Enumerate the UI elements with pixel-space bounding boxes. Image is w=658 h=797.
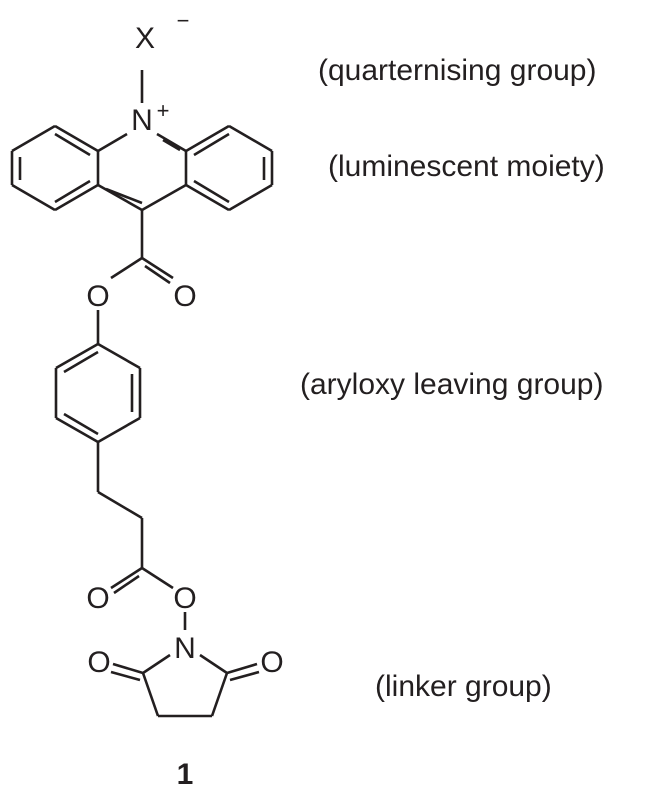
- ester-ring-oxygen: O: [86, 280, 109, 313]
- annotation-luminescent-moiety: (luminescent moiety): [328, 150, 605, 183]
- annotation-linker-group: (linker group): [375, 670, 552, 703]
- ester-carbonyl-oxygen: O: [173, 280, 196, 313]
- imide-left-oxygen: O: [87, 646, 110, 679]
- annotation-aryloxy-leaving-group: (aryloxy leaving group): [300, 368, 603, 401]
- imide-nitrogen: N: [174, 632, 196, 665]
- linker-ester-oxygen: O: [173, 582, 196, 615]
- bond-lines: [10, 70, 274, 718]
- counterion-symbol: X: [135, 22, 155, 55]
- ring-nitrogen-charge: +: [157, 98, 170, 123]
- annotation-quaternising-group: (quarternising group): [318, 54, 596, 87]
- linker-carbonyl-oxygen: O: [86, 582, 109, 615]
- counterion-charge: −: [177, 8, 190, 33]
- ring-nitrogen-symbol: N: [131, 104, 153, 137]
- imide-right-oxygen: O: [260, 646, 283, 679]
- compound-number: 1: [177, 758, 194, 791]
